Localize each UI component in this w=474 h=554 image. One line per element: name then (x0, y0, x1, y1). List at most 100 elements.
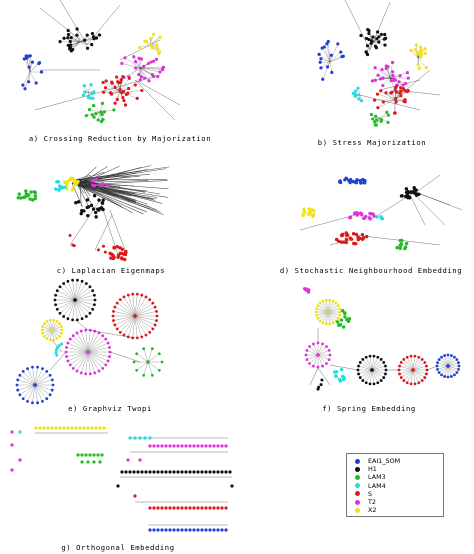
graph-node (373, 44, 378, 48)
graph-node (340, 233, 344, 238)
graph-edge (59, 286, 76, 301)
graph-node (328, 322, 332, 326)
graph-node (386, 120, 390, 124)
graph-node (136, 470, 140, 474)
graph-node (374, 114, 378, 118)
graph-edge (317, 354, 327, 364)
graph-node (147, 79, 151, 83)
graph-node (50, 426, 54, 430)
graph-node (379, 118, 384, 122)
graph-edge (399, 369, 414, 375)
graph-node (158, 70, 162, 74)
graph-edge (74, 299, 87, 317)
graph-node (154, 57, 159, 61)
graph-edge (24, 71, 31, 89)
graph-edge (320, 61, 331, 68)
graph-node (148, 37, 153, 41)
graph-edge (74, 166, 170, 181)
graph-node (316, 365, 320, 369)
graph-node (33, 194, 38, 198)
graph-node (337, 377, 342, 382)
graph-edge (313, 354, 319, 367)
graph-node (160, 360, 164, 364)
graph-node (340, 54, 344, 59)
graph-node (404, 81, 408, 86)
graph-node (153, 305, 157, 309)
graph-edge (410, 356, 414, 371)
graph-node (62, 36, 66, 40)
graph-edge (67, 342, 89, 353)
graph-edge (317, 343, 323, 356)
graph-node (318, 60, 322, 64)
graph-node (327, 349, 331, 352)
graph-node (70, 177, 75, 182)
graph-edge (99, 111, 102, 122)
graph-node (398, 246, 402, 251)
graph-node (354, 211, 358, 215)
graph-node (208, 470, 212, 474)
graph-edge (447, 356, 455, 367)
graph-node (156, 528, 160, 532)
graph-node (344, 237, 349, 242)
graph-node (29, 190, 33, 194)
graph-node (84, 328, 88, 332)
graph-node (384, 91, 388, 95)
graph-node (28, 54, 32, 58)
graph-node (382, 37, 386, 41)
graph-node (204, 528, 208, 532)
graph-node (34, 426, 38, 430)
graph-edge (123, 296, 136, 317)
graph-node (368, 382, 372, 386)
graph-edge (34, 384, 53, 391)
graph-node (397, 80, 401, 84)
graph-node (338, 313, 341, 317)
graph-node (341, 325, 346, 329)
graph-node (156, 506, 160, 510)
graph-node (156, 74, 160, 79)
graph-node (55, 337, 59, 341)
graph-node (85, 33, 89, 37)
caption-b: b) Stress Majorization (317, 138, 427, 147)
graph-node (321, 299, 325, 303)
graph-node (143, 436, 147, 440)
graph-node (66, 279, 70, 283)
graph-node (115, 327, 119, 331)
graph-node (419, 55, 423, 59)
graph-node (86, 95, 90, 99)
graph-node (370, 79, 374, 83)
graph-node (188, 506, 192, 510)
graph-node (133, 314, 137, 318)
graph-node (40, 328, 44, 332)
graph-node (196, 528, 200, 532)
graph-node (339, 318, 344, 322)
graph-node (457, 367, 460, 371)
graph-node (140, 470, 144, 474)
graph-node (374, 118, 379, 122)
graph-node (45, 337, 49, 341)
graph-node (316, 317, 320, 320)
graph-node (200, 528, 204, 532)
graph-edge (79, 38, 95, 43)
graph-node (48, 338, 52, 342)
graph-node (131, 292, 135, 296)
graph-node (100, 112, 104, 117)
graph-node (328, 298, 332, 302)
graph-node (192, 444, 196, 448)
graph-node (88, 453, 92, 457)
graph-node (319, 66, 323, 70)
graph-node (425, 364, 428, 368)
graph-node (391, 70, 395, 74)
graph-node (164, 470, 168, 474)
graph-node (101, 80, 105, 85)
graph-node (192, 528, 196, 532)
graph-node (61, 185, 65, 190)
graph-node (112, 108, 116, 112)
graph-node (155, 43, 159, 47)
graph-node (81, 93, 85, 97)
legend: EAI1_SOM H1 LAM3 LAM4 S T2 X2 (346, 453, 444, 517)
graph-edge (123, 67, 141, 78)
graph-edge (327, 302, 337, 313)
graph-edge (74, 299, 91, 314)
graph-node (351, 232, 356, 236)
graph-node (71, 278, 74, 282)
